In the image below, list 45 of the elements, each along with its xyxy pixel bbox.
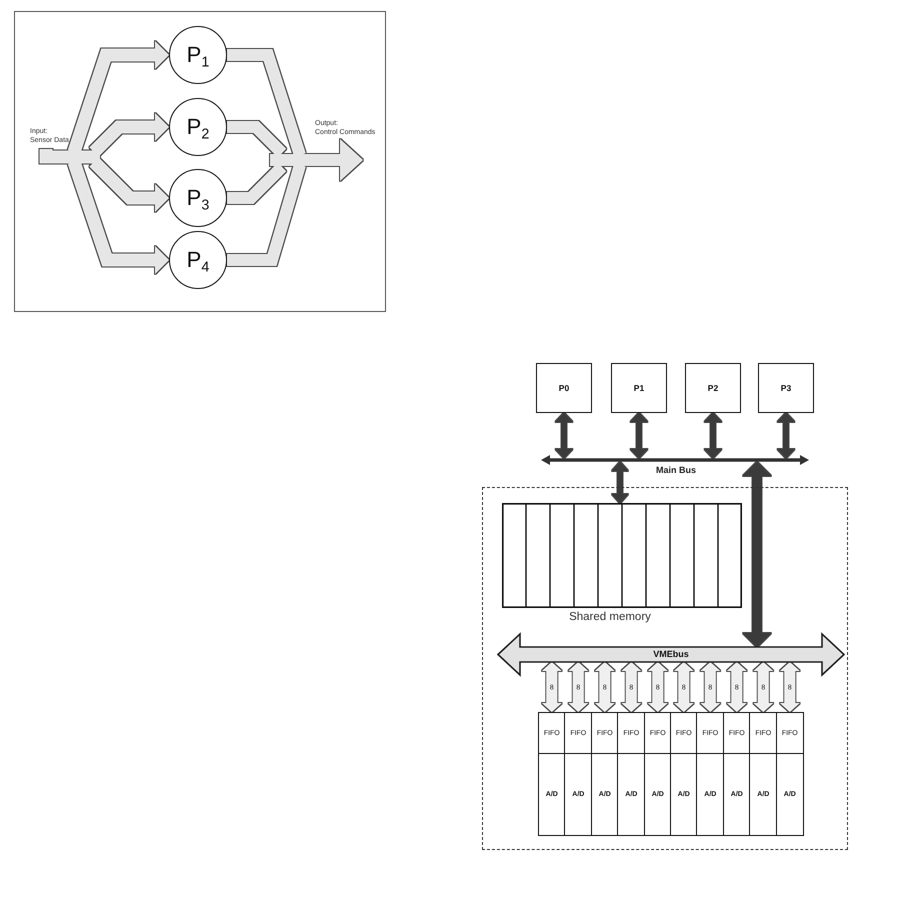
processor-box [611,363,667,413]
converter-cell [564,753,593,836]
double-arrow [726,662,747,712]
double-arrow [568,662,588,712]
bus-label: Main Bus [656,466,696,475]
node-label: P$_{4}$ [186,249,210,271]
converter-cell [538,753,566,836]
converter-cell [696,753,725,836]
double-arrow [674,662,694,712]
double-arrow [542,662,562,712]
node-label: P2 [708,384,718,392]
dashed-boundary [482,487,848,850]
converter-cell [776,753,804,836]
processor-box [758,363,814,413]
node-label: P3 [780,384,792,392]
double-arrow [630,413,648,458]
fifo-cell [776,712,804,755]
double-arrow [753,662,774,712]
bus-label: VMEbus [653,650,689,659]
double-arrow [556,413,572,458]
processor-box [685,363,741,413]
converter-cell [723,753,751,836]
double-arrow [621,662,642,712]
double-arrow [700,662,720,712]
node-label: P0 [558,384,570,392]
converter-cell [617,753,646,836]
double-arrow [648,662,668,712]
block-arrow [89,113,169,157]
converter-cell [644,753,672,836]
node-label: P$_{1}$ [186,44,210,66]
node-label: P$_{3}$ [186,187,210,209]
block-arrow [89,157,169,212]
double-arrow [612,462,628,503]
converter-cell [670,753,698,836]
memory-label: Shared memory [569,612,651,624]
converter-cell [749,753,778,836]
double-arrow [780,662,800,712]
double-arrow [594,662,615,712]
double-arrow [743,462,771,647]
node-label: P1 [634,384,644,392]
converter-cell [591,753,619,836]
node-label: P$_{2}$ [186,116,210,138]
double-arrow [778,413,794,458]
processor-box [536,363,592,413]
double-arrow [704,413,722,458]
